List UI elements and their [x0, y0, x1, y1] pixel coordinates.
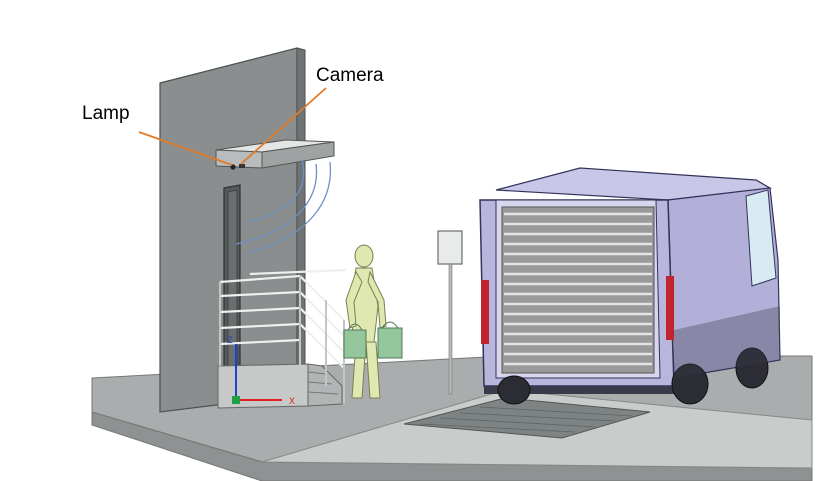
axis-x-label: X [289, 396, 295, 406]
door [223, 184, 241, 371]
handrails [219, 268, 347, 369]
van-wheels [497, 347, 769, 405]
van-side-window [745, 189, 777, 287]
van-tail-light-left [481, 280, 489, 344]
axis-triad: Z X [227, 335, 295, 406]
delivery-van [479, 167, 781, 405]
camera-fixture [239, 164, 245, 168]
shopping-bags [343, 321, 403, 359]
callouts: Lamp Camera [82, 65, 384, 166]
lamp-callout-line [138, 131, 233, 166]
drain-grate [403, 397, 651, 439]
van-tail-light-right [666, 276, 674, 340]
lamp-label: Lamp [82, 103, 130, 124]
camera-view-arcs [235, 159, 332, 253]
sign-post [437, 230, 463, 395]
camera-label: Camera [316, 65, 384, 86]
camera-callout-line [240, 87, 327, 165]
axis-z-label: Z [227, 335, 233, 345]
roller-shutter-door [501, 206, 655, 374]
